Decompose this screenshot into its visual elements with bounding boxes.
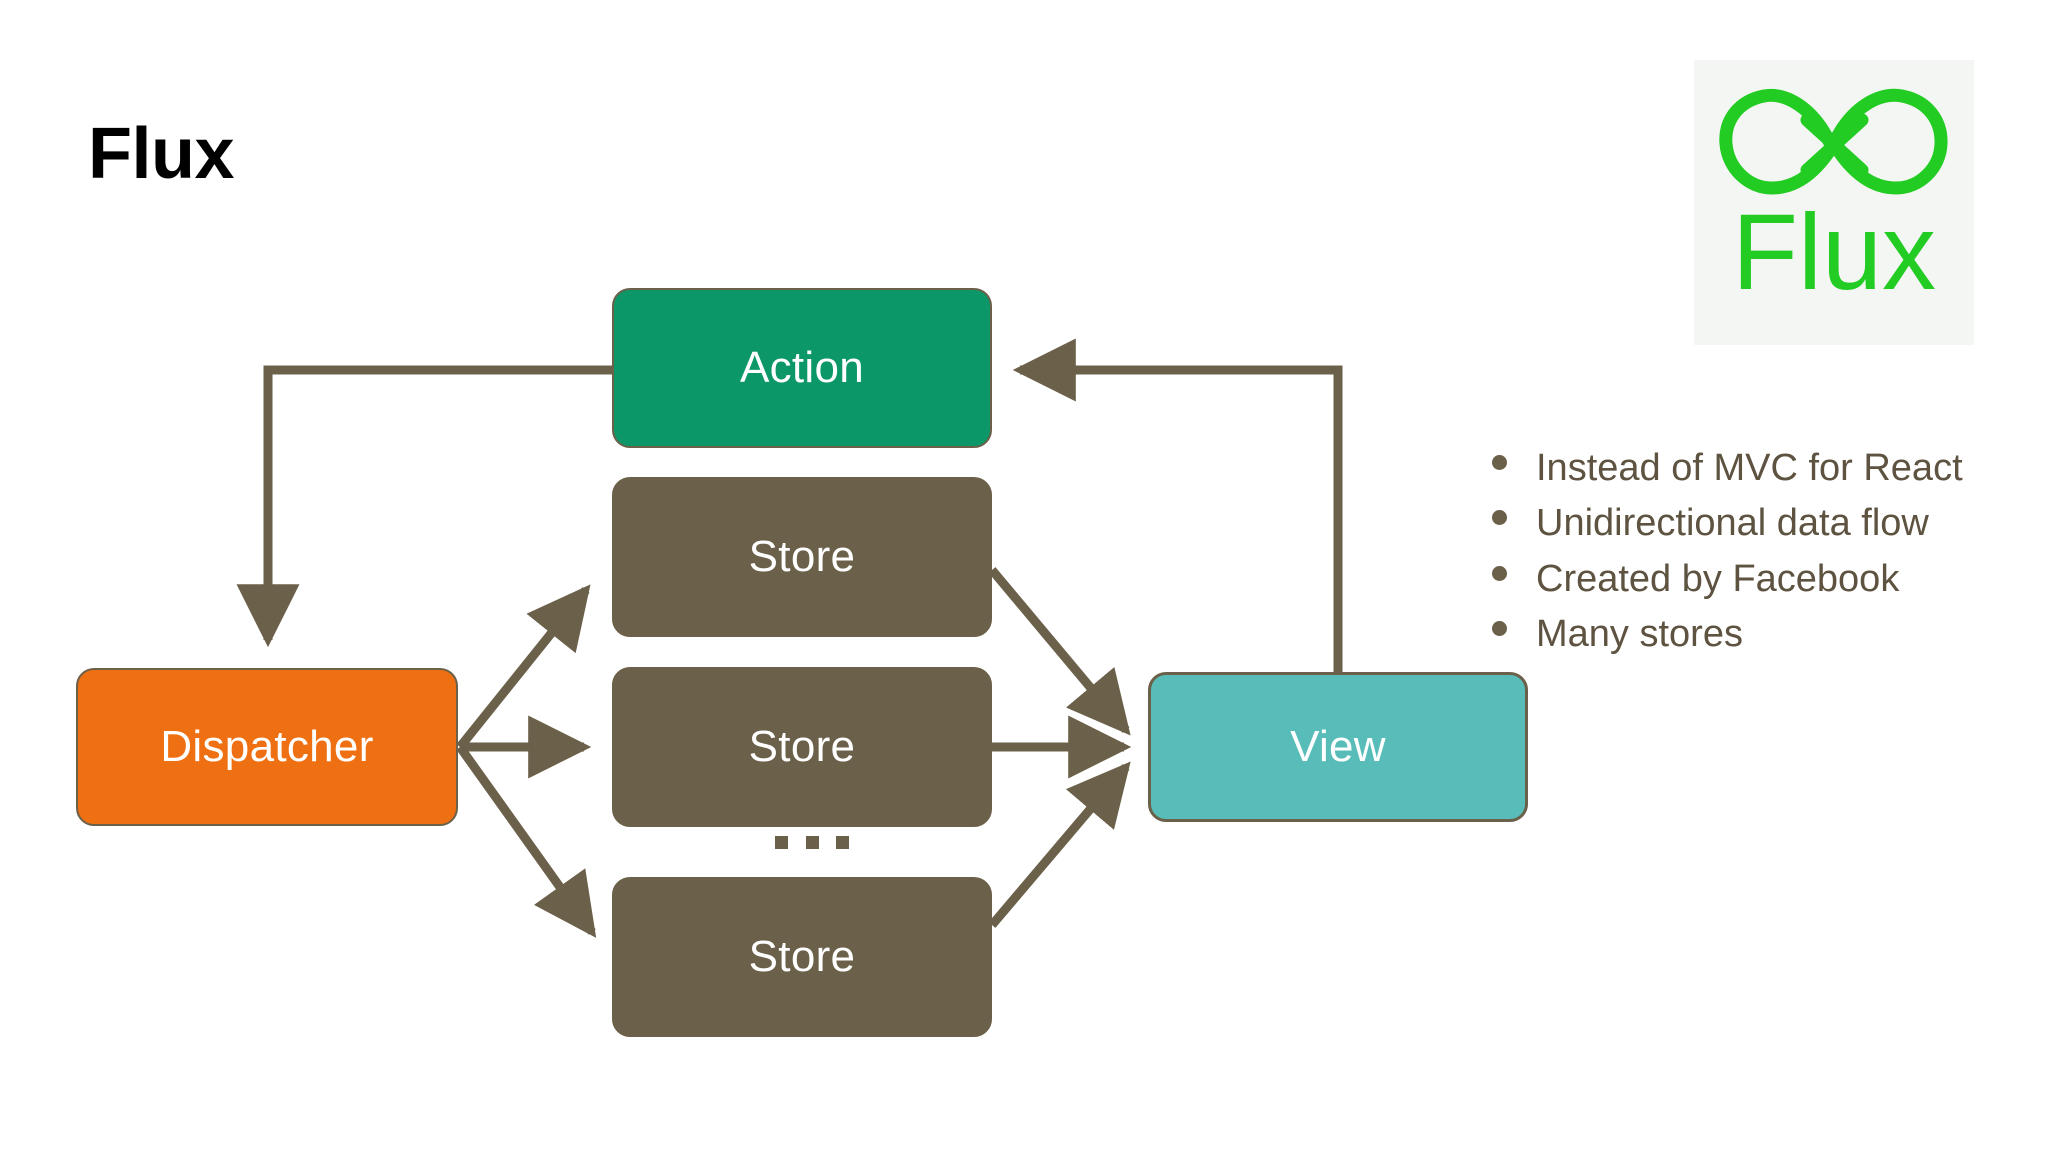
bullet-dot-icon [1492,621,1507,637]
node-store-2[interactable]: Store [612,667,992,827]
list-item-label: Many stores [1536,613,1743,656]
list-item-label: Instead of MVC for React [1536,447,1963,489]
bullet-dot-icon [1492,565,1507,581]
node-dispatcher[interactable]: Dispatcher [76,668,458,826]
node-action[interactable]: Action [612,288,992,448]
feature-bullet-list: Instead of MVC for React Unidirectional … [1492,445,2032,666]
ellipsis-dot-1 [775,835,788,849]
edge-dispatcher-to-store-1 [456,584,591,750]
bullet-dot-icon [1492,510,1507,526]
page-title: Flux [88,114,235,194]
list-item: Many stores [1492,611,2032,657]
edge-action-to-dispatcher [236,365,612,648]
list-item: Instead of MVC for React [1492,445,2032,491]
node-store-1[interactable]: Store [612,477,992,637]
node-store-3[interactable]: Store [612,877,992,1037]
bullet-dot-icon [1492,455,1507,470]
edge-store-1-to-view [988,567,1131,736]
store-ellipsis-indicator [775,830,849,854]
ellipsis-dot-3 [836,835,849,849]
flux-logo-wordmark: Flux [1731,191,1937,312]
list-item-label: Unidirectional data flow [1536,502,1929,545]
node-view[interactable]: View [1148,672,1528,822]
list-item-label: Created by Facebook [1536,557,1900,600]
infinity-loop-icon [1719,88,1948,195]
ellipsis-dot-2 [805,835,819,849]
flux-logo: Flux [1694,60,1974,345]
list-item: Unidirectional data flow [1492,500,2032,546]
edge-dispatcher-to-store-3 [456,744,597,938]
edge-store-3-to-view [988,761,1131,928]
list-item: Created by Facebook [1492,556,2032,602]
edge-view-to-action [1012,338,1343,672]
